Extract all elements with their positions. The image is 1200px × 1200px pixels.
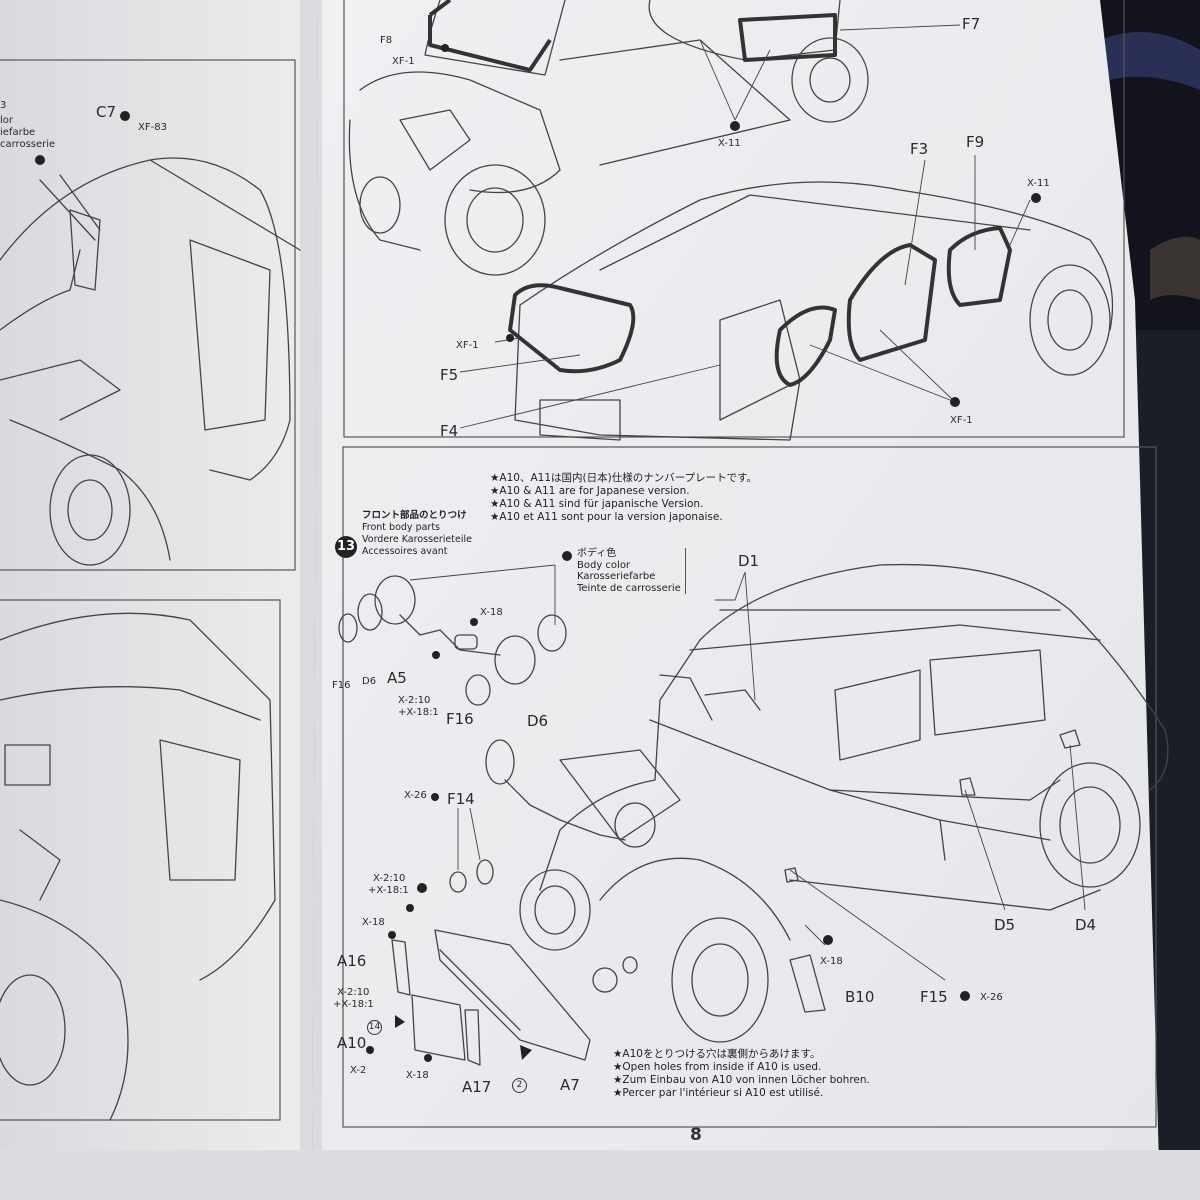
label-x18-d: X-18 bbox=[820, 956, 843, 967]
body-color-fr: Teinte de carrosserie bbox=[577, 582, 681, 594]
step-title-en: Front body parts bbox=[362, 522, 440, 533]
label-a5: A5 bbox=[387, 669, 407, 687]
label-c7: C7 bbox=[96, 103, 117, 121]
label-d6-b: D6 bbox=[527, 712, 549, 730]
label-f9: F9 bbox=[966, 133, 985, 151]
label-a10: A10 bbox=[337, 1034, 367, 1052]
plate-note-ja: ★A10、A11は国内(日本)仕様のナンバープレートです。 bbox=[490, 472, 758, 484]
label-f16-b: F16 bbox=[446, 710, 474, 728]
label-a17: A17 bbox=[462, 1078, 492, 1096]
body-color-de: Karosseriefarbe bbox=[577, 571, 656, 582]
label-a7: A7 bbox=[560, 1076, 580, 1094]
label-mix-c-2: +X-18:1 bbox=[333, 999, 374, 1010]
holes-note-ja: ★A10をとりつける穴は裏側からあけます。 bbox=[613, 1048, 821, 1060]
left-fragment-3: iefarbe bbox=[0, 127, 36, 138]
label-f7: F7 bbox=[962, 15, 981, 33]
step-ref-14-circle: 14 bbox=[367, 1020, 382, 1035]
step-title-ja: フロント部品のとりつけ bbox=[362, 510, 467, 521]
label-x11-b: X-11 bbox=[1027, 178, 1050, 189]
page-number: 8 bbox=[690, 1125, 702, 1145]
label-mix-c-1: X-2:10 bbox=[337, 987, 370, 998]
label-xf1-a: XF-1 bbox=[392, 56, 415, 67]
body-color-ja: ボディ色 bbox=[577, 548, 617, 559]
label-x18-b: X-18 bbox=[362, 917, 385, 928]
holes-note-de: ★Zum Einbau von A10 von innen Löcher boh… bbox=[613, 1074, 870, 1086]
left-fragment-4: carrosserie bbox=[0, 139, 56, 150]
step-number-badge: 13 bbox=[335, 536, 357, 558]
label-b10: B10 bbox=[845, 988, 875, 1006]
body-color-en: Body color bbox=[577, 559, 631, 571]
label-f14: F14 bbox=[447, 790, 475, 808]
step-ref-2-circle: 2 bbox=[512, 1078, 527, 1093]
plate-note-de: ★A10 & A11 sind für japanische Version. bbox=[490, 498, 704, 510]
label-x11-a: X-11 bbox=[718, 138, 741, 149]
label-x18-c: X-18 bbox=[406, 1070, 429, 1081]
holes-note: ★A10をとりつける穴は裏側からあけます。 ★Open holes from i… bbox=[613, 1048, 870, 1100]
label-d4: D4 bbox=[1075, 916, 1097, 934]
label-mix-b-1: X-2:10 bbox=[373, 873, 406, 884]
label-x2: X-2 bbox=[350, 1065, 367, 1076]
label-d1: D1 bbox=[738, 552, 760, 570]
plate-note: ★A10、A11は国内(日本)仕様のナンバープレートです。 ★A10 & A11… bbox=[490, 472, 757, 524]
label-a16: A16 bbox=[337, 952, 367, 970]
label-f8: F8 bbox=[380, 35, 393, 46]
label-mix-b-2: +X-18:1 bbox=[368, 885, 409, 896]
label-xf1-c: XF-1 bbox=[950, 415, 973, 426]
label-f3: F3 bbox=[910, 140, 929, 158]
label-step-ref-14: 14 bbox=[367, 1014, 382, 1035]
label-x18-a: X-18 bbox=[480, 607, 503, 618]
step-title-de: Vordere Karosserieteile bbox=[362, 534, 472, 545]
label-f15: F15 bbox=[920, 988, 948, 1006]
label-mix-a-2: +X-18:1 bbox=[398, 707, 439, 718]
body-color-callout: ボディ色 Body color Karosseriefarbe Teinte d… bbox=[577, 548, 686, 594]
label-step-ref-2: 2 bbox=[512, 1072, 527, 1093]
left-fragment-2: lor bbox=[0, 115, 14, 126]
label-x26-a: X-26 bbox=[404, 790, 427, 801]
plate-note-fr: ★A10 et A11 sont pour la version japonai… bbox=[490, 511, 723, 523]
step-title-fr: Accessoires avant bbox=[362, 546, 448, 557]
plate-note-en: ★A10 & A11 are for Japanese version. bbox=[490, 485, 690, 497]
label-mix-a-1: X-2:10 bbox=[398, 695, 431, 706]
label-xf1-b: XF-1 bbox=[456, 340, 479, 351]
label-f16-a: F16 bbox=[332, 680, 351, 691]
holes-note-fr: ★Percer par l'intérieur si A10 est utili… bbox=[613, 1087, 824, 1099]
label-f5: F5 bbox=[440, 366, 459, 384]
left-fragment-1: 3 bbox=[0, 100, 7, 111]
label-d5: D5 bbox=[994, 916, 1016, 934]
label-f4: F4 bbox=[440, 422, 459, 440]
holes-note-en: ★Open holes from inside if A10 is used. bbox=[613, 1061, 822, 1073]
step-title: フロント部品のとりつけ Front body parts Vordere Kar… bbox=[362, 510, 472, 558]
label-x26-b: X-26 bbox=[980, 992, 1003, 1003]
label-xf83: XF-83 bbox=[138, 122, 167, 133]
label-d6-a: D6 bbox=[362, 676, 377, 687]
